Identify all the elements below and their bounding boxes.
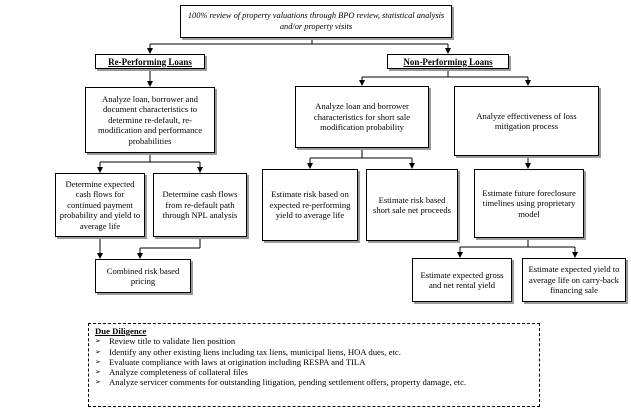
loss-mitigation-box: Analyze effectiveness of loss mitigation…: [454, 86, 599, 156]
risk-short-sale-text: Estimate risk based short sale net proce…: [372, 194, 452, 215]
foreclosure-text: Estimate future foreclosure timelines us…: [482, 187, 576, 219]
risk-short-sale-box: Estimate risk based short sale net proce…: [366, 169, 458, 241]
due-diligence-item-text: Analyze servicer comments for outstandin…: [109, 377, 467, 388]
top-review-box: 100% review of property valuations throu…: [180, 5, 452, 38]
cashflow-npl-text: Determine cash flows from re-default pat…: [162, 189, 238, 221]
cashflow-payment-text: Determine expected cash flows for contin…: [59, 178, 141, 231]
due-diligence-item: ➢ Identify any other existing liens inclu…: [95, 347, 533, 357]
carry-back-text: Estimate expected yield to average life …: [528, 264, 620, 296]
arrow-bullet-icon: ➢: [95, 337, 101, 346]
carry-back-box: Estimate expected yield to average life …: [522, 258, 626, 302]
rpl-analyze-text: Analyze loan, borrower and document char…: [97, 93, 203, 146]
nonperforming-header: Non-Performing Loans: [387, 54, 509, 69]
short-sale-analyze-text: Analyze loan and borrower characteristic…: [313, 101, 411, 133]
rental-yield-text: Estimate expected gross and net rental y…: [420, 269, 504, 290]
risk-reperforming-box: Estimate risk based on expected re-perfo…: [262, 169, 358, 241]
arrow-bullet-icon: ➢: [95, 378, 101, 387]
reperforming-header-text: Re-Performing Loans: [108, 56, 192, 67]
arrow-bullet-icon: ➢: [95, 347, 101, 356]
due-diligence-box: Due Diligence ➢ Review title to validate …: [88, 323, 540, 407]
cashflow-payment-box: Determine expected cash flows for contin…: [55, 173, 145, 237]
due-diligence-item: ➢ Analyze servicer comments for outstandi…: [95, 377, 533, 387]
cashflow-npl-box: Determine cash flows from re-default pat…: [153, 173, 247, 237]
loss-mitigation-text: Analyze effectiveness of loss mitigation…: [476, 110, 577, 131]
due-diligence-list: ➢Review title to validate lien position …: [95, 336, 533, 387]
due-diligence-item: ➢ Analyze completeness of collateral file…: [95, 367, 533, 377]
due-diligence-item-text: Evaluate compliance with laws at origina…: [109, 356, 366, 367]
due-diligence-item-text: Review title to validate lien position: [109, 336, 236, 347]
nonperforming-header-text: Non-Performing Loans: [403, 56, 493, 67]
due-diligence-item-text: Identify any other existing liens includ…: [109, 346, 401, 357]
reperforming-header: Re-Performing Loans: [95, 54, 205, 69]
rental-yield-box: Estimate expected gross and net rental y…: [412, 258, 512, 302]
risk-reperforming-text: Estimate risk based on expected re-perfo…: [269, 189, 351, 221]
arrow-bullet-icon: ➢: [95, 368, 101, 377]
combined-pricing-text: Combined risk based pricing: [106, 265, 180, 286]
rpl-analyze-box: Analyze loan, borrower and document char…: [85, 87, 215, 153]
arrow-bullet-icon: ➢: [95, 357, 101, 366]
due-diligence-item-text: Analyze completeness of collateral files: [109, 367, 248, 378]
due-diligence-title: Due Diligence: [95, 326, 147, 336]
due-diligence-item: ➢ Review title to validate lien position: [95, 336, 533, 346]
combined-pricing-box: Combined risk based pricing: [95, 259, 191, 293]
short-sale-analyze-box: Analyze loan and borrower characteristic…: [295, 86, 429, 148]
due-diligence-item: ➢ Evaluate compliance with laws at origin…: [95, 357, 533, 367]
top-review-text: 100% review of property valuations throu…: [187, 11, 445, 31]
foreclosure-box: Estimate future foreclosure timelines us…: [474, 169, 584, 238]
